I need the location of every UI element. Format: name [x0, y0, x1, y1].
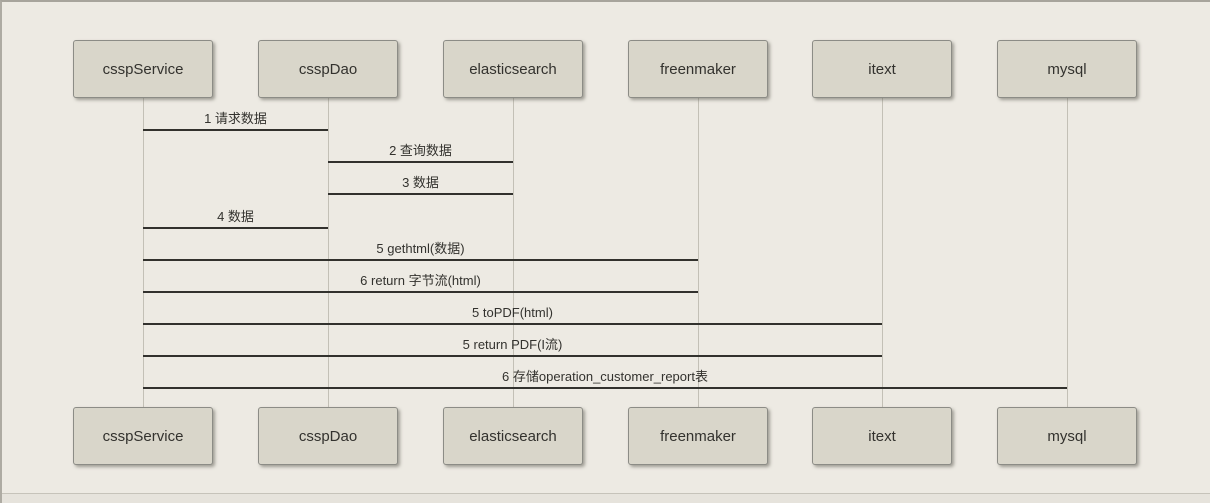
lifeline-elasticsearch [513, 98, 514, 408]
message-label-8: 5 return PDF(I流) [462, 337, 563, 352]
participant-label: itext [868, 60, 896, 78]
participant-label: freenmaker [660, 427, 736, 445]
message-label-7: 5 toPDF(html) [472, 305, 553, 320]
message-label-1: 1 请求数据 [204, 111, 267, 126]
participant-box-elasticsearch-bottom: elasticsearch [443, 407, 583, 465]
message-line-7 [143, 323, 882, 325]
participant-box-elasticsearch-top: elasticsearch [443, 40, 583, 98]
message-line-4 [143, 227, 328, 229]
participant-box-csspService-top: csspService [73, 40, 213, 98]
message-line-1 [143, 129, 328, 131]
lifeline-mysql [1067, 98, 1068, 408]
participant-box-mysql-bottom: mysql [997, 407, 1137, 465]
message-label-6: 6 return 字节流(html) [360, 273, 481, 288]
participant-label: elasticsearch [469, 427, 557, 445]
participant-label: csspService [102, 427, 184, 445]
message-line-3 [328, 193, 513, 195]
participant-box-mysql-top: mysql [997, 40, 1137, 98]
lifeline-csspDao [328, 98, 329, 408]
participant-box-csspDao-top: csspDao [258, 40, 398, 98]
lifeline-freenmaker [698, 98, 699, 408]
message-line-9 [143, 387, 1067, 389]
message-line-8 [143, 355, 882, 357]
participant-label: csspDao [298, 60, 358, 78]
participant-box-csspService-bottom: csspService [73, 407, 213, 465]
participant-box-freenmaker-top: freenmaker [628, 40, 768, 98]
participant-box-itext-top: itext [812, 40, 952, 98]
bottom-edge-strip [2, 493, 1210, 503]
participant-label: csspService [102, 60, 184, 78]
participant-label: elasticsearch [469, 60, 557, 78]
message-label-3: 3 数据 [402, 175, 439, 190]
lifeline-csspService [143, 98, 144, 408]
message-label-9: 6 存储operation_customer_report表 [502, 369, 708, 384]
participant-box-csspDao-bottom: csspDao [258, 407, 398, 465]
participant-label: itext [868, 427, 896, 445]
lifeline-itext [882, 98, 883, 408]
participant-box-freenmaker-bottom: freenmaker [628, 407, 768, 465]
message-label-4: 4 数据 [217, 209, 254, 224]
participant-box-itext-bottom: itext [812, 407, 952, 465]
participant-label: freenmaker [660, 60, 736, 78]
message-line-6 [143, 291, 698, 293]
participant-label: mysql [1047, 60, 1087, 78]
participant-label: mysql [1047, 427, 1087, 445]
participant-label: csspDao [298, 427, 358, 445]
message-label-5: 5 gethtml(数据) [376, 241, 465, 256]
message-label-2: 2 查询数据 [389, 143, 452, 158]
message-line-2 [328, 161, 513, 163]
message-line-5 [143, 259, 698, 261]
